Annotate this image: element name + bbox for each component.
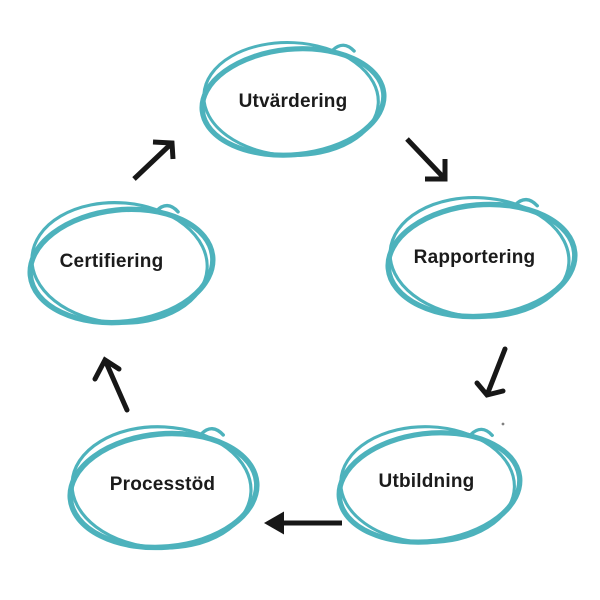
node-label-processtod: Processtöd: [109, 473, 216, 495]
sketch-ellipse: [27, 201, 216, 326]
node-utvardering: Utvärdering: [196, 39, 390, 163]
node-label-certifiering: Certifiering: [59, 251, 164, 272]
node-label-utbildning: Utbildning: [378, 470, 475, 492]
arrow-utbildning-to-processtod: [264, 511, 342, 535]
stray-mark: [501, 422, 505, 426]
node-processtod: Processtöd: [64, 423, 263, 556]
node-certifiering: Certifiering: [24, 199, 219, 331]
node-label-rapportering: Rapportering: [413, 246, 536, 268]
node-rapportering: Rapportering: [382, 194, 581, 325]
arrow-rapportering-to-utbildning: [474, 346, 508, 398]
sketch-ellipse: [385, 196, 578, 320]
arrow-processtod-to-certifiering: [92, 356, 130, 413]
arrow-certifiering-to-utvardering: [132, 139, 176, 181]
arrow-utvardering-to-rapportering: [405, 137, 448, 182]
node-label-utvardering: Utvärdering: [238, 91, 348, 112]
node-utbildning: Utbildning: [333, 423, 526, 550]
sketch-ellipse: [67, 425, 260, 551]
sketch-ellipse: [199, 41, 387, 158]
sketch-ellipse: [336, 425, 523, 545]
